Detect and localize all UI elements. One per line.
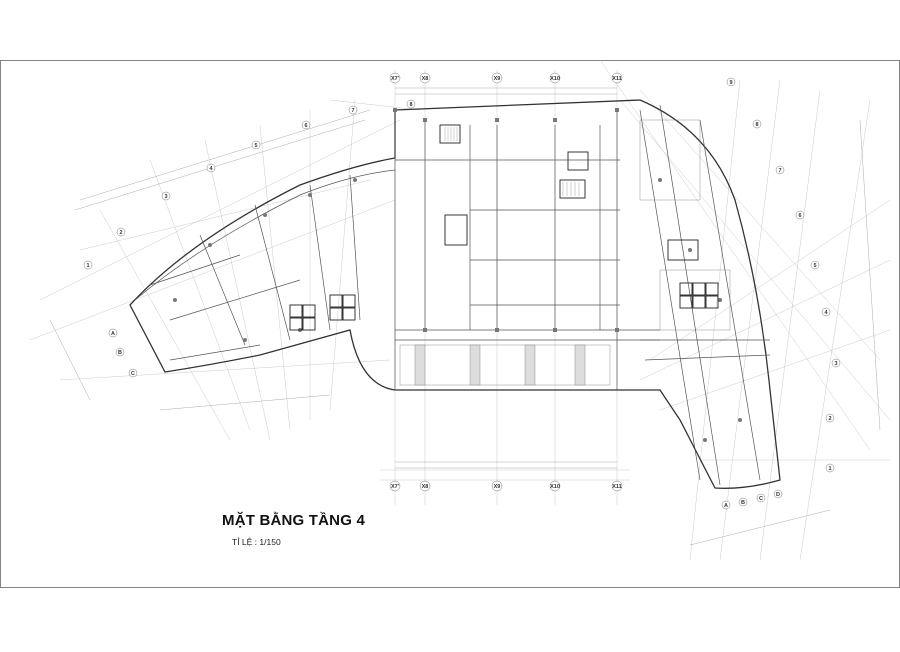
grid-label-left-6: 6 [304, 123, 307, 129]
grid-label-right-7: 7 [778, 168, 781, 174]
grid-label-right-9: 9 [729, 80, 732, 86]
grid-label-right-1: 1 [828, 466, 831, 472]
grid-label-right-a: A [724, 503, 728, 509]
grid-label-left-3: 3 [164, 194, 167, 200]
grid-label-left-a: A [111, 331, 115, 337]
dimension-lines [49, 87, 881, 546]
grid-label-top-x9: X9 [494, 76, 501, 82]
grid-label-top-x10: X10 [550, 76, 560, 82]
grid-label-left-5: 5 [254, 143, 257, 149]
grid-label-right-3: 3 [834, 361, 837, 367]
grid-bubbles [83, 72, 841, 510]
building-outline [129, 99, 781, 489]
grid-label-bottom-x10: X10 [550, 484, 560, 490]
grid-labels-right: 9 8 7 6 5 4 3 2 1 A B C D [724, 80, 838, 509]
seating-layout [399, 119, 731, 386]
grid-labels-left: 1 2 3 4 5 6 7 8 A B C [86, 102, 412, 377]
grid-label-top-x11: X11 [612, 76, 621, 82]
grid-label-bottom-x8: X8 [422, 484, 429, 490]
grid-label-top-x8: X8 [422, 76, 429, 82]
grid-label-right-c: C [759, 496, 763, 502]
grid-label-left-c: C [131, 371, 135, 377]
grid-labels-top: X7' X8 X9 X10 X11 [391, 76, 622, 82]
grid-label-right-5: 5 [813, 263, 816, 269]
grid-label-left-8: 8 [409, 102, 412, 108]
grid-label-left-b: B [118, 350, 122, 356]
grid-label-right-6: 6 [798, 213, 801, 219]
structural-columns [173, 108, 742, 442]
grid-label-right-4: 4 [824, 310, 828, 316]
grid-label-top-x7p: X7' [391, 76, 400, 82]
grid-label-left-4: 4 [209, 166, 213, 172]
sheet-frame [0, 60, 900, 588]
grid-label-right-d: D [776, 492, 780, 498]
drawing-title: MẶT BẰNG TẦNG 4 [222, 512, 365, 529]
drawing-scale: TỈ LỆ : 1/150 [232, 537, 281, 547]
grid-labels-bottom: X7' X8 X9 X10 X11 [391, 484, 622, 490]
grid-label-bottom-x11: X11 [612, 484, 621, 490]
grid-label-left-2: 2 [119, 230, 122, 236]
construction-lines [29, 59, 891, 561]
stairs [444, 127, 580, 196]
grid-label-right-8: 8 [755, 122, 758, 128]
grid-label-bottom-x7p: X7' [391, 484, 400, 490]
grid-label-left-7: 7 [351, 108, 354, 114]
grid-label-bottom-x9: X9 [494, 484, 501, 490]
grid-label-left-1: 1 [86, 263, 89, 269]
grid-label-right-2: 2 [828, 416, 831, 422]
grid-label-right-b: B [741, 500, 745, 506]
elevator-cores [289, 124, 719, 331]
